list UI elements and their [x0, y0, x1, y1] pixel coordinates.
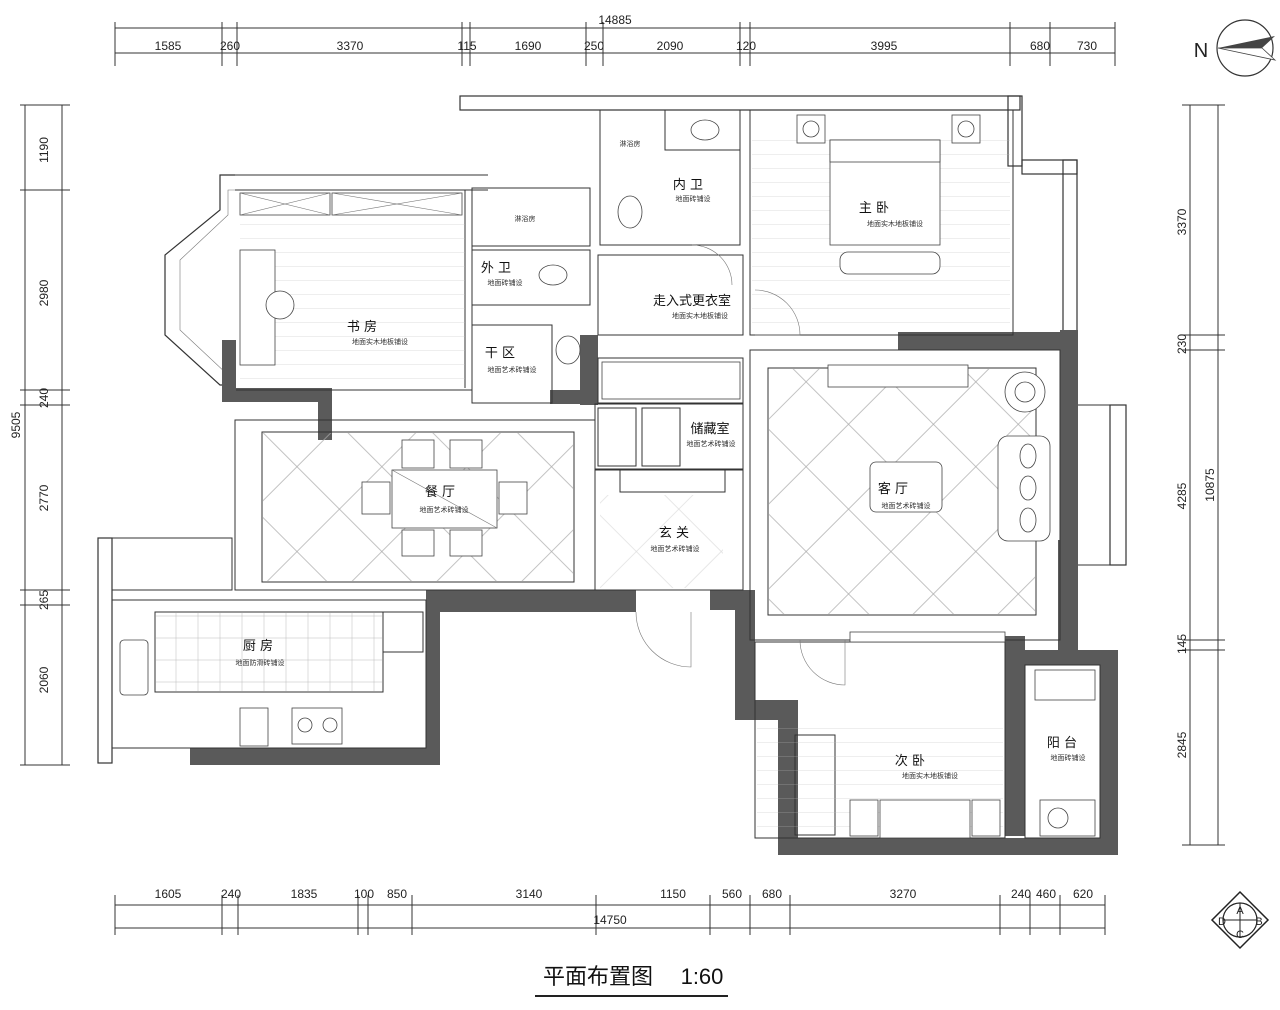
room-foyer: 玄 关 [659, 526, 689, 541]
compass-c: C [1236, 929, 1244, 941]
dim-top-total: 14885 [598, 13, 632, 27]
room-storage-floor: 地面艺术砖铺设 [687, 439, 736, 448]
dim-bottom-12: 620 [1073, 887, 1093, 901]
dim-top-5: 250 [584, 39, 604, 53]
dim-bottom-10: 240 [1011, 887, 1031, 901]
dim-bottom-5: 3140 [516, 887, 543, 901]
room-dry-area: 干 区 [485, 346, 515, 361]
dim-bottom-6: 1150 [660, 887, 686, 901]
dim-left-0: 1190 [37, 137, 51, 163]
dim-top-7: 120 [736, 39, 756, 53]
dim-right-2: 4285 [1175, 482, 1189, 509]
dim-left-2: 240 [37, 388, 51, 408]
room-outer-wc-floor: 地面砖铺设 [488, 278, 523, 287]
interior-walls [111, 109, 1101, 839]
dim-left-4: 265 [37, 590, 51, 610]
north-arrow-icon [1216, 19, 1277, 77]
dim-bottom-8: 680 [762, 887, 782, 901]
room-inner-wc: 内 卫 [673, 177, 703, 193]
dim-top-1: 260 [220, 39, 240, 53]
dim-bottom-4: 850 [387, 887, 407, 901]
room-walkin-closet: 走入式更衣室 [653, 293, 731, 309]
dim-left-1: 2980 [37, 279, 51, 306]
room-study: 书 房 [347, 319, 377, 335]
dim-right-1: 230 [1175, 334, 1189, 354]
dim-top-4: 1690 [515, 39, 542, 53]
room-kitchen: 厨 房 [243, 638, 273, 654]
compass-a: A [1236, 905, 1244, 917]
north-label: N [1194, 40, 1208, 62]
room-dry-area-floor: 地面艺术砖铺设 [488, 365, 537, 374]
dim-bottom-1: 240 [221, 887, 241, 901]
drawing-title: 平面布置图 [543, 965, 653, 990]
dim-bottom-total: 14750 [593, 913, 627, 927]
room-storage: 储藏室 [690, 421, 729, 437]
dim-bottom-7: 560 [722, 887, 742, 901]
room-dining-floor: 地面艺术砖铺设 [420, 505, 469, 514]
dim-left-3: 2770 [37, 484, 51, 511]
room-study-floor: 地面实木地板铺设 [352, 337, 408, 346]
dim-bottom-9: 3270 [890, 887, 917, 901]
dim-top-2: 3370 [337, 39, 364, 53]
fixture-shower-1: 淋浴房 [515, 214, 536, 223]
compass-b: B [1255, 916, 1262, 928]
dim-top-3: 115 [457, 39, 476, 53]
room-outer-wc: 外 卫 [481, 261, 511, 276]
dim-left-total: 9505 [9, 411, 23, 438]
room-second-bedroom: 次 卧 [895, 753, 925, 769]
room-master-bedroom: 主 卧 [859, 201, 889, 216]
room-living: 客 厅 [878, 481, 908, 497]
section-compass-icon [1210, 890, 1270, 950]
room-master-bedroom-floor: 地面实木地板铺设 [867, 219, 923, 228]
dim-right-total: 10875 [1203, 468, 1217, 502]
room-balcony-floor: 地面砖铺设 [1051, 753, 1086, 762]
doors [635, 244, 846, 686]
dim-bottom-2: 1835 [291, 887, 318, 901]
room-dining: 餐 厅 [425, 484, 455, 500]
compass-d: D [1218, 916, 1226, 928]
dimension-lines [20, 22, 1225, 935]
dim-left-5: 2060 [37, 666, 51, 693]
dim-right-3: 145 [1175, 634, 1189, 654]
dim-top-0: 1585 [155, 39, 182, 53]
dim-top-9: 680 [1030, 39, 1050, 53]
room-kitchen-floor: 地面防滑砖铺设 [236, 658, 285, 667]
room-second-bedroom-floor: 地面实木地板铺设 [902, 771, 958, 780]
dim-top-8: 3995 [871, 39, 898, 53]
dim-bottom-11: 460 [1036, 887, 1056, 901]
room-balcony: 阳 台 [1047, 736, 1077, 751]
furniture [119, 114, 1096, 839]
drawing-scale: 1:60 [681, 964, 724, 989]
dim-right-4: 2845 [1175, 731, 1189, 758]
room-foyer-floor: 地面艺术砖铺设 [651, 544, 700, 553]
room-living-floor: 地面艺术砖铺设 [882, 501, 931, 510]
dim-bottom-3: 100 [354, 887, 374, 901]
dim-right-0: 3370 [1175, 208, 1189, 235]
dim-bottom-0: 1605 [155, 887, 182, 901]
dim-top-6: 2090 [657, 39, 684, 53]
room-inner-wc-floor: 地面砖铺设 [676, 194, 711, 203]
fixture-shower-2: 淋浴房 [620, 139, 641, 148]
room-walkin-closet-floor: 地面实木地板铺设 [672, 311, 728, 320]
dim-top-10: 730 [1077, 39, 1097, 53]
room-labels: 书 房 地面实木地板铺设 外 卫 地面砖铺设 干 区 地面艺术砖铺设 内 卫 地… [236, 177, 1086, 780]
